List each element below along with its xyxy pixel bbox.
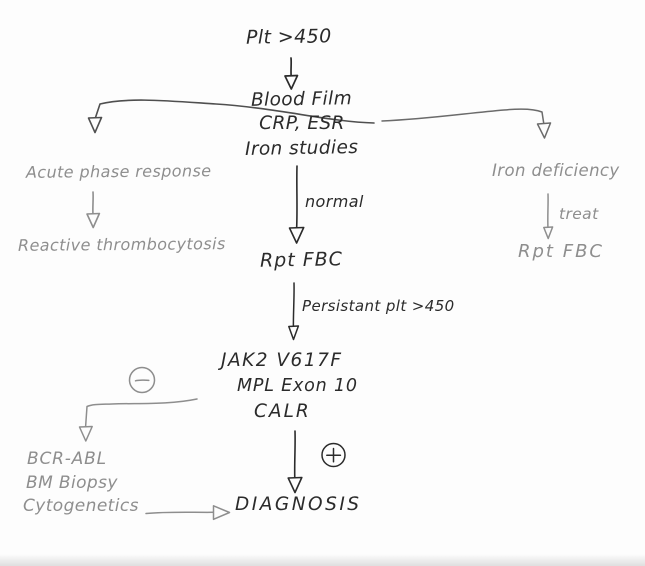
- node-cytogenetics: Cytogenetics: [23, 496, 139, 516]
- arrow-down-icon-normal: [288, 165, 305, 244]
- initial-test-line: Iron studies: [245, 136, 359, 160]
- node-iron-deficiency: Iron deficiency: [492, 161, 620, 180]
- node-acute-phase-response: Acute phase response: [25, 161, 212, 182]
- node-bcr-abl: BCR-ABL: [27, 449, 107, 469]
- node-plt-over-450: Plt >450: [245, 25, 332, 49]
- arrow-down-icon-positive: [287, 430, 303, 494]
- branch-right-arrow: [381, 108, 552, 139]
- label-treat: treat: [559, 205, 599, 223]
- node-initial-tests: Blood Film CRP, ESR Iron studies: [222, 88, 382, 160]
- node-diagnosis: DIAGNOSIS: [235, 494, 362, 515]
- branch-left-arrow: [87, 99, 375, 134]
- node-mpl: MPL Exon 10: [237, 376, 358, 396]
- arrow-down-icon-acute: [86, 191, 101, 229]
- label-persistent-plt: Persistant plt >450: [302, 297, 455, 315]
- initial-test-line: Blood Film: [251, 88, 353, 111]
- arrow-right-icon-diagnosis: [145, 505, 231, 521]
- minus-circle-icon: [128, 366, 156, 394]
- arrow-down-icon-treat: [543, 193, 554, 240]
- plus-circle-icon: [321, 442, 346, 468]
- arrow-down-icon-persistent: [288, 282, 300, 341]
- node-rpt-fbc-right: Rpt FBC: [518, 241, 604, 262]
- scan-edge-shadow: [0, 554, 645, 566]
- label-normal: normal: [305, 192, 364, 211]
- node-rpt-fbc-mid: Rpt FBC: [259, 248, 344, 272]
- arrow-down-icon-start: [284, 57, 299, 90]
- initial-test-line: CRP, ESR: [259, 113, 345, 135]
- negative-branch-arrow: [78, 398, 198, 442]
- node-jak2: JAK2 V617F: [221, 350, 343, 371]
- node-calr: CALR: [254, 401, 311, 422]
- node-reactive-thrombocytosis: Reactive thrombocytosis: [17, 234, 226, 255]
- node-bm-biopsy: BM Biopsy: [26, 473, 118, 493]
